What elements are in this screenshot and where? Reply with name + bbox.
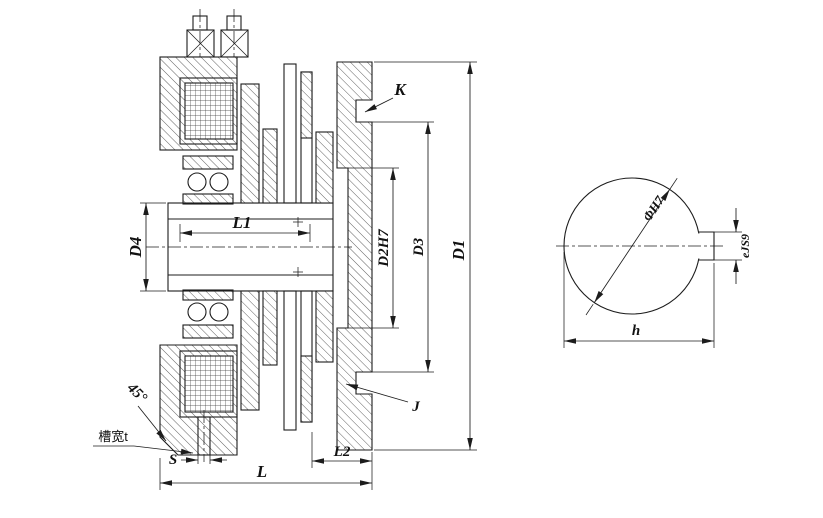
- label-text-j: J: [411, 399, 420, 415]
- leader-line: [364, 97, 394, 113]
- label-k: K: [364, 80, 407, 113]
- rotor-plate-top-2: [262, 128, 278, 204]
- armature-plate-top: [283, 63, 297, 204]
- dim-s: S: [169, 452, 227, 468]
- bolt-section-top: [300, 71, 313, 139]
- label-text-k: K: [393, 80, 407, 99]
- bearing-ball: [209, 172, 229, 192]
- dim-d4: D4: [126, 202, 166, 292]
- bearing-inner-race: [182, 289, 234, 301]
- rotor-plate-top-1: [240, 83, 260, 204]
- rotor-plate-bottom-2: [262, 290, 278, 366]
- terminal-cross-line: [220, 29, 249, 58]
- dim-label-d4: D4: [126, 237, 145, 259]
- coil-window-top: [179, 77, 238, 145]
- dim-label-d1: D1: [449, 240, 468, 262]
- dim-l: L: [159, 458, 372, 490]
- dim-d1: D1: [374, 61, 477, 451]
- bearing-outer-race: [182, 155, 234, 170]
- center-mark: [293, 217, 303, 227]
- dim-d3: D3: [360, 121, 434, 373]
- dim-l1: L1: [179, 213, 311, 242]
- bearing-ball: [187, 172, 207, 192]
- leader-line: [137, 405, 167, 442]
- diagonal-centerline-ext: [585, 302, 595, 316]
- coil-top: [184, 82, 234, 140]
- center-mark: [293, 267, 303, 277]
- dim-h: h: [563, 252, 715, 348]
- bearing-outer-race: [182, 324, 234, 339]
- bearing-bottom: [182, 289, 234, 339]
- friction-block-top: [315, 131, 334, 204]
- leader-line: [345, 383, 409, 403]
- bearing-ball: [187, 302, 207, 322]
- dim-keyway-width: eJS9: [714, 208, 752, 284]
- dim-label-l: L: [256, 462, 267, 481]
- friction-block-bottom: [315, 290, 334, 363]
- dim-label-d3: D3: [411, 237, 427, 257]
- label-j: J: [345, 383, 420, 415]
- label-slot-width: 槽宽t: [93, 429, 194, 455]
- dim-label-h: h: [632, 323, 640, 339]
- dim-label-l1: L1: [232, 213, 252, 232]
- dim-l2: L2: [311, 432, 373, 490]
- dim-label-d2h7: D2H7: [376, 229, 392, 268]
- main-section-view: D4 L1 D2H7 D3 D1: [93, 9, 477, 490]
- dim-label-keyway-width: eJS9: [738, 234, 752, 258]
- bore-diameter-label: ΦH7: [640, 193, 668, 224]
- dim-label-l2: L2: [333, 444, 351, 460]
- label-text-slot-width: 槽宽t: [98, 429, 128, 444]
- bearing-inner-race: [182, 193, 234, 205]
- rotor-plate-bottom-1: [240, 290, 260, 411]
- diameter-dimension-line: [593, 189, 671, 303]
- bearing-top: [182, 155, 234, 205]
- output-flange: [336, 61, 373, 451]
- diagonal-centerline-ext: [669, 176, 679, 190]
- dim-label-s: S: [169, 452, 177, 468]
- coil-bottom: [184, 355, 234, 413]
- bearing-ball: [209, 302, 229, 322]
- shaft-bore-section-view: ΦH7 eJS9 h: [556, 176, 752, 348]
- bolt-section-bottom: [300, 355, 313, 423]
- dim-d2h7: D2H7: [345, 167, 399, 329]
- armature-plate-bottom: [283, 290, 297, 431]
- leader-line: [133, 445, 194, 455]
- label-text-45: 45°: [123, 379, 150, 406]
- terminal-cross-line: [186, 29, 215, 58]
